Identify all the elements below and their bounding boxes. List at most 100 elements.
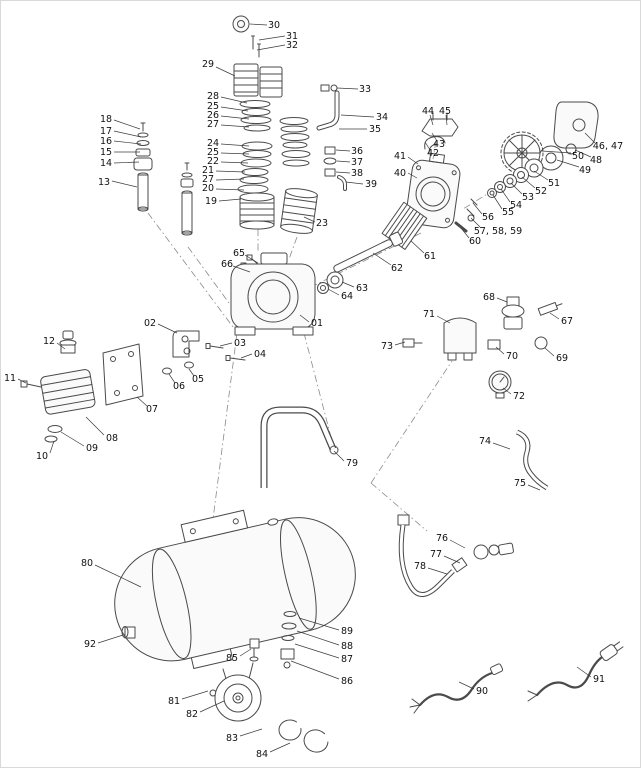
- bolt-part: [205, 343, 224, 349]
- bearing-set: [487, 158, 544, 198]
- svg-text:40: 40: [394, 168, 406, 179]
- mounting-bracket-assembly: [162, 330, 246, 375]
- breather-assembly: [133, 122, 194, 236]
- part-label-42: 42: [424, 141, 439, 159]
- pressure-switch-body: [443, 317, 477, 354]
- screw-part: [257, 43, 261, 58]
- part-label-55: 55: [492, 194, 514, 218]
- clamp-rings: [278, 719, 329, 753]
- svg-text:56: 56: [482, 212, 494, 223]
- part-label-86: 86: [290, 660, 353, 687]
- part-label-04: 04: [240, 349, 266, 360]
- pump-head-assembly: [232, 15, 318, 234]
- pump-platform: [180, 509, 249, 543]
- svg-text:73: 73: [381, 341, 393, 352]
- part-label-38: 38: [335, 168, 363, 179]
- part-label-27: 27: [207, 119, 250, 130]
- svg-text:84: 84: [256, 749, 268, 760]
- part-label-73: 73: [381, 341, 406, 352]
- part-label-88: 88: [296, 630, 353, 652]
- crankcase-body: [230, 263, 316, 330]
- svg-text:41: 41: [394, 151, 406, 162]
- part-label-25: 25: [207, 147, 250, 158]
- part-label-25: 25: [207, 101, 249, 112]
- svg-text:67: 67: [561, 316, 573, 327]
- svg-text:65: 65: [233, 248, 245, 259]
- part-label-63: 63: [341, 281, 368, 294]
- part-label-65: 65: [233, 248, 259, 264]
- svg-text:87: 87: [341, 654, 353, 665]
- key-part: [454, 221, 468, 233]
- part-label-13: 13: [98, 177, 138, 188]
- part-label-06: 06: [168, 373, 185, 392]
- svg-text:48: 48: [590, 155, 602, 166]
- washer-part: [467, 214, 475, 222]
- svg-text:76: 76: [436, 533, 448, 544]
- part-label-20: 20: [202, 183, 245, 194]
- screw-part: [184, 162, 190, 171]
- pressure-gauge: [488, 370, 512, 399]
- end-cover: [553, 101, 599, 149]
- svg-text:77: 77: [430, 549, 442, 560]
- part-label-09: 09: [60, 431, 98, 454]
- svg-text:01: 01: [311, 318, 323, 329]
- svg-text:71: 71: [423, 309, 435, 320]
- svg-text:14: 14: [100, 158, 112, 169]
- part-label-66: 66: [221, 259, 251, 273]
- svg-text:37: 37: [351, 157, 363, 168]
- part-label-48: 48: [574, 149, 602, 166]
- cap-part: [534, 336, 548, 350]
- svg-text:85: 85: [226, 653, 238, 664]
- svg-text:33: 33: [359, 84, 371, 95]
- part-label-87: 87: [294, 643, 353, 665]
- motor-bracket: [421, 118, 459, 137]
- svg-text:35: 35: [369, 124, 381, 135]
- svg-text:34: 34: [376, 112, 388, 123]
- part-label-57-58-59: 57, 58, 59: [470, 217, 522, 237]
- svg-text:25: 25: [207, 147, 219, 158]
- svg-text:88: 88: [341, 641, 353, 652]
- svg-text:10: 10: [36, 451, 48, 462]
- svg-text:16: 16: [100, 136, 112, 147]
- gasket-valve-stack-right: [279, 117, 311, 167]
- part-label-74: 74: [479, 436, 511, 450]
- part-label-92: 92: [84, 634, 124, 650]
- part-label-35: 35: [339, 124, 381, 135]
- part-label-79: 79: [333, 450, 358, 469]
- part-label-39: 39: [345, 179, 377, 190]
- svg-text:22: 22: [207, 156, 219, 167]
- svg-text:30: 30: [268, 20, 280, 31]
- part-label-31: 31: [258, 31, 298, 42]
- part-label-76: 76: [436, 533, 466, 549]
- part-label-07: 07: [136, 396, 158, 415]
- svg-text:64: 64: [341, 291, 353, 302]
- part-label-10: 10: [36, 440, 55, 462]
- power-cord-plug: [527, 641, 624, 702]
- tank-foot: [190, 648, 234, 670]
- clamp-part: [424, 136, 446, 150]
- svg-text:61: 61: [424, 251, 436, 262]
- svg-text:08: 08: [106, 433, 118, 444]
- power-cord-assembly: [409, 641, 624, 714]
- part-label-82: 82: [186, 700, 225, 720]
- svg-text:13: 13: [98, 177, 110, 188]
- part-label-05: 05: [188, 368, 204, 385]
- part-label-45: 45: [439, 106, 451, 126]
- fitting-part: [324, 146, 336, 155]
- drain-plug: [121, 626, 136, 639]
- discharge-hose-assembly: [397, 514, 514, 597]
- svg-text:27: 27: [207, 119, 219, 130]
- washer-part: [283, 611, 297, 617]
- part-label-60: 60: [460, 227, 481, 247]
- svg-text:86: 86: [341, 676, 353, 687]
- crankcase-assembly: [230, 252, 344, 336]
- part-label-72: 72: [502, 387, 525, 402]
- part-label-32: 32: [256, 40, 298, 51]
- tire: [214, 674, 262, 722]
- svg-text:55: 55: [502, 207, 514, 218]
- fitting-part: [402, 338, 415, 348]
- gasket-valve-stack-left: [237, 100, 273, 194]
- svg-text:57, 58, 59: 57, 58, 59: [474, 226, 522, 237]
- air-filter-assembly: [20, 330, 96, 443]
